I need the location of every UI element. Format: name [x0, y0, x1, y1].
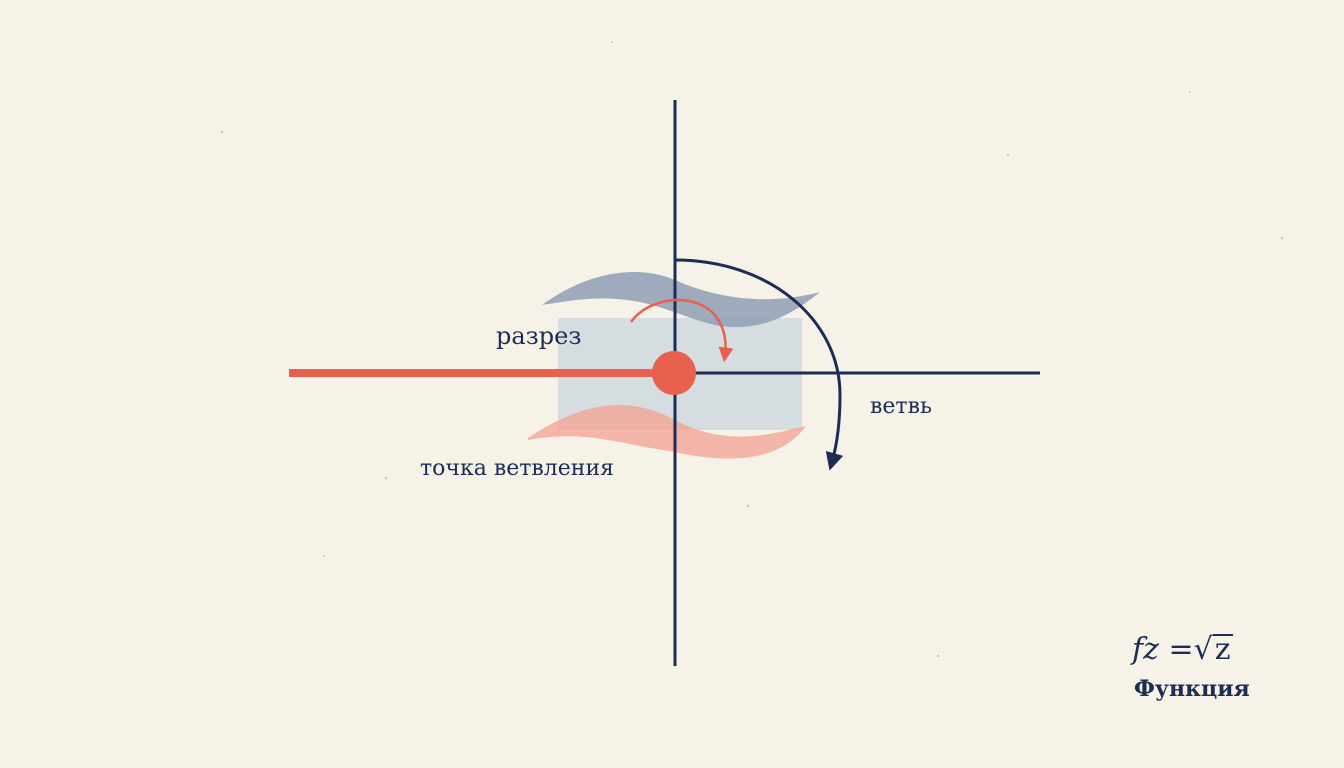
formula-lhs: fz — [1132, 632, 1159, 667]
formula-radical: √ — [1193, 632, 1213, 667]
branch-point-dot — [652, 351, 696, 395]
rotation-arc-arrow — [629, 298, 734, 363]
branch-arc-arrow — [674, 258, 844, 471]
formula-radicand: z — [1212, 632, 1233, 667]
branch-point-label: точка ветвления — [420, 456, 614, 481]
bottom-sheet — [528, 405, 806, 459]
function-formula: fz =√z — [1132, 634, 1233, 665]
cut-label: разрез — [496, 322, 582, 350]
paper-speckles — [220, 41, 1284, 658]
function-caption: Функция — [1134, 676, 1250, 702]
formula-equals: = — [1168, 632, 1194, 667]
branch-label: ветвь — [870, 394, 932, 419]
